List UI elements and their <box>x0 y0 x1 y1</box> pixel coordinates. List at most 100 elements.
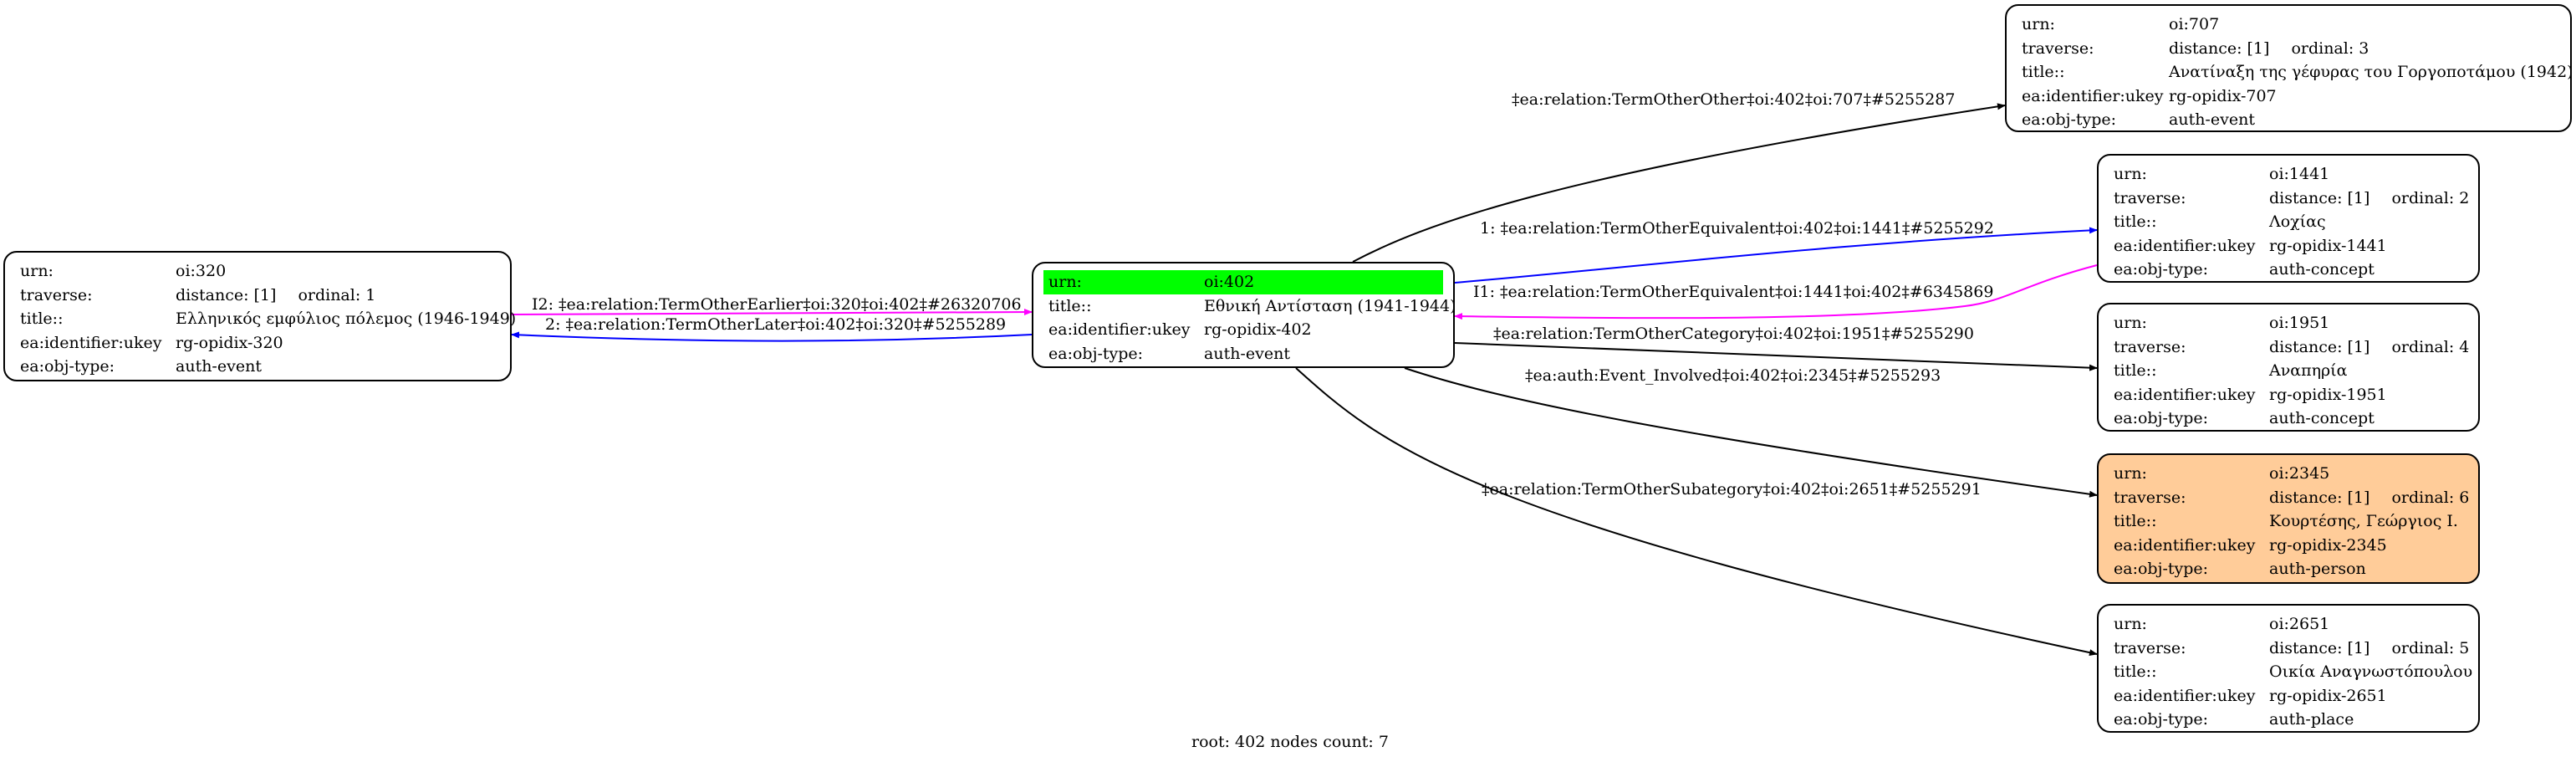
node-objtype: auth-concept <box>2269 409 2375 427</box>
node-urn: oi:2651 <box>2269 615 2330 633</box>
node-ordinal: ordinal: 4 <box>2391 337 2470 356</box>
field-label-objtype: ea:obj-type: <box>2114 710 2209 729</box>
field-label-objtype: ea:obj-type: <box>2022 110 2117 129</box>
node-ukey: rg-opidix-320 <box>176 333 283 352</box>
field-label-urn: urn: <box>1048 273 1082 291</box>
node-ordinal: ordinal: 5 <box>2391 638 2470 657</box>
node-ordinal: ordinal: 3 <box>2291 38 2369 58</box>
field-label-title: title:: <box>2114 361 2157 380</box>
edge-label-320-402: I2: ‡ea:relation:TermOtherEarlier‡oi:320… <box>532 295 1022 314</box>
field-label-ukey: ea:identifier:ukey <box>1048 320 1191 339</box>
edge-402-2651 <box>1295 367 2098 657</box>
node-distance: distance: [1] <box>2269 638 2370 657</box>
node-ordinal: ordinal: 6 <box>2391 488 2470 507</box>
node-title: Λοχίας <box>2269 212 2326 231</box>
field-label-traverse: traverse: <box>2114 488 2186 507</box>
node-oi-320[interactable]: urn: oi:320 traverse: distance: [1] ordinal… <box>3 251 516 381</box>
node-ordinal: ordinal: 2 <box>2391 188 2470 207</box>
edge-label-402-2345: ‡ea:auth:Event_Involved‡oi:402‡oi:2345‡#… <box>1525 366 1941 385</box>
field-label-objtype: ea:obj-type: <box>2114 560 2209 578</box>
field-label-traverse: traverse: <box>2114 188 2186 207</box>
node-objtype: auth-concept <box>2269 260 2375 279</box>
field-label-ukey: ea:identifier:ukey <box>2114 686 2256 705</box>
field-label-ukey: ea:identifier:ukey <box>2114 236 2256 255</box>
node-distance: distance: [1] <box>2269 337 2370 356</box>
field-label-urn: urn: <box>2114 165 2147 183</box>
node-distance: distance: [1] <box>176 285 277 304</box>
edge-label-402-1951: ‡ea:relation:TermOtherCategory‡oi:402‡oi… <box>1493 325 1974 343</box>
node-oi-2651[interactable]: urn: oi:2651 traverse: distance: [1] ordina… <box>2097 604 2480 733</box>
edge-402-1951 <box>1454 342 2098 371</box>
field-label-urn: urn: <box>20 262 54 280</box>
field-label-urn: urn: <box>2114 615 2147 633</box>
node-title: Αναπηρία <box>2269 361 2348 380</box>
field-label-urn: urn: <box>2114 314 2147 332</box>
root-highlight-row: urn: oi:402 <box>1043 270 1443 294</box>
edge-label-402-2651: ‡ea:relation:TermOtherSubategory‡oi:402‡… <box>1482 480 1982 499</box>
node-distance: distance: [1] <box>2269 488 2370 507</box>
edge-label-402-1441: 1: ‡ea:relation:TermOtherEquivalent‡oi:4… <box>1480 219 1994 238</box>
node-objtype: auth-event <box>2169 110 2255 129</box>
field-label-urn: urn: <box>2114 464 2147 483</box>
node-ukey: rg-opidix-1441 <box>2269 236 2387 255</box>
field-label-title: title:: <box>2114 662 2157 681</box>
node-ukey: rg-opidix-1951 <box>2269 385 2387 404</box>
field-label-ukey: ea:identifier:ukey <box>2114 535 2256 555</box>
field-label-ukey: ea:identifier:ukey <box>2022 86 2164 105</box>
field-label-objtype: ea:obj-type: <box>1048 344 1144 363</box>
node-ukey: rg-opidix-402 <box>1204 320 1312 339</box>
node-objtype: auth-event <box>176 357 262 376</box>
node-oi-402-root[interactable]: urn: oi:402 title::Εθνική Αντίσταση (1941… <box>1032 262 1456 368</box>
node-ukey: rg-opidix-2651 <box>2269 686 2387 705</box>
node-title: Ελληνικός εμφύλιος πόλεμος (1946-1949) <box>176 309 517 328</box>
node-urn: oi:707 <box>2169 15 2220 33</box>
node-urn: oi:320 <box>176 262 227 280</box>
node-oi-707[interactable]: urn: oi:707 traverse: distance: [1] ordinal… <box>2005 4 2573 132</box>
node-urn: oi:2345 <box>2269 464 2330 483</box>
edge-402-2345 <box>1404 367 2098 498</box>
field-label-objtype: ea:obj-type: <box>2114 409 2209 427</box>
field-label-ukey: ea:identifier:ukey <box>2114 385 2256 404</box>
node-ordinal: ordinal: 1 <box>298 285 376 304</box>
field-label-title: title:: <box>2022 63 2065 81</box>
node-objtype: auth-person <box>2269 560 2366 578</box>
edge-1441-402 <box>1454 264 2098 320</box>
edge-label-402-707: ‡ea:relation:TermOtherOther‡oi:402‡oi:70… <box>1512 90 1956 109</box>
node-title: Οικία Αναγνωστόπουλου <box>2269 662 2473 681</box>
field-label-title: title:: <box>2114 212 2157 231</box>
field-label-traverse: traverse: <box>2114 337 2186 356</box>
field-label-title: title:: <box>1048 296 1092 315</box>
edge-label-1441-402: I1: ‡ea:relation:TermOtherEquivalent‡oi:… <box>1473 283 1994 301</box>
field-label-traverse: traverse: <box>20 285 93 304</box>
node-urn: oi:402 <box>1204 273 1255 291</box>
node-objtype: auth-event <box>1204 344 1290 363</box>
field-label-title: title:: <box>20 309 64 328</box>
edge-label-402-320: 2: ‡ea:relation:TermOtherLater‡oi:402‡oi… <box>545 315 1007 334</box>
node-ukey: rg-opidix-707 <box>2169 86 2277 105</box>
node-ukey: rg-opidix-2345 <box>2269 535 2387 555</box>
node-oi-1441[interactable]: urn: oi:1441 traverse: distance: [1] ordina… <box>2097 154 2480 283</box>
node-title: Ανατίναξη της γέφυρας του Γοργοποτάμου (… <box>2169 63 2573 81</box>
edge-402-320 <box>511 331 1033 342</box>
edge-320-402 <box>511 309 1033 316</box>
node-urn: oi:1441 <box>2269 165 2330 183</box>
edge-402-707 <box>1352 103 2006 263</box>
edge-402-1441 <box>1454 227 2098 284</box>
field-label-objtype: ea:obj-type: <box>2114 260 2209 279</box>
node-title: Εθνική Αντίσταση (1941-1944) <box>1204 296 1456 315</box>
field-label-traverse: traverse: <box>2022 38 2094 58</box>
node-urn: oi:1951 <box>2269 314 2330 332</box>
field-label-traverse: traverse: <box>2114 638 2186 657</box>
field-label-ukey: ea:identifier:ukey <box>20 333 162 352</box>
node-oi-2345[interactable]: urn: oi:2345 traverse: distance: [1] ordina… <box>2097 453 2480 584</box>
node-distance: distance: [1] <box>2169 38 2270 58</box>
node-distance: distance: [1] <box>2269 188 2370 207</box>
node-oi-1951[interactable]: urn: oi:1951 traverse: distance: [1] ordina… <box>2097 303 2480 432</box>
node-objtype: auth-place <box>2269 710 2354 729</box>
node-title: Κουρτέσης, Γεώργιος Ι. <box>2269 512 2458 530</box>
field-label-urn: urn: <box>2022 15 2055 33</box>
field-label-objtype: ea:obj-type: <box>20 357 115 376</box>
graph-footer: root: 402 nodes count: 7 <box>1191 733 1389 751</box>
field-label-title: title:: <box>2114 512 2157 530</box>
